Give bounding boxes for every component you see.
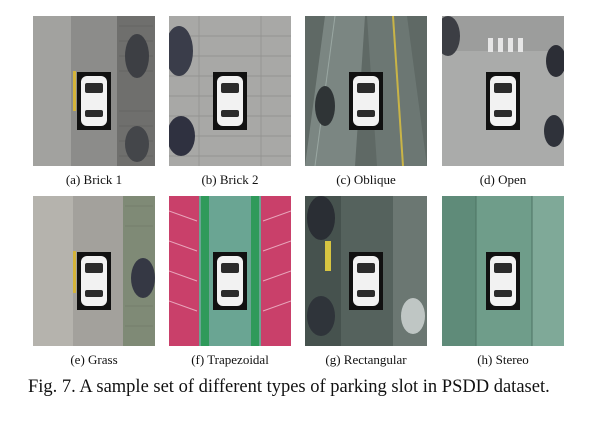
- panel-trapezoidal: [169, 196, 291, 346]
- label-open: (d) Open: [479, 172, 527, 187]
- parking-image-trapezoidal: [169, 196, 291, 346]
- parking-image-oblique: [305, 16, 427, 166]
- label-oblique: (c) Oblique: [336, 172, 396, 187]
- panel-open: [442, 16, 564, 166]
- parking-image-brick-2: [169, 16, 291, 166]
- parking-image-rectangular: [305, 196, 427, 346]
- parking-image-stereo: [442, 196, 564, 346]
- panel-rectangular: [305, 196, 427, 346]
- panel-stereo: [442, 196, 564, 346]
- parking-image-grass: [33, 196, 155, 346]
- label-trapezoidal: (f) Trapezoidal: [191, 352, 269, 367]
- panel-brick-2: [169, 16, 291, 166]
- label-grass: (e) Grass: [70, 352, 118, 367]
- panel-oblique: [305, 16, 427, 166]
- label-stereo: (h) Stereo: [477, 352, 529, 367]
- figure-caption: Fig. 7. A sample set of different types …: [28, 377, 550, 397]
- panel-brick-1: [33, 16, 155, 166]
- parking-image-brick-1: [33, 16, 155, 166]
- label-rectangular: (g) Rectangular: [325, 352, 407, 367]
- parking-image-open: [442, 16, 564, 166]
- panel-grass: [33, 196, 155, 346]
- label-brick-1: (a) Brick 1: [65, 172, 123, 187]
- label-brick-2: (b) Brick 2: [201, 172, 259, 187]
